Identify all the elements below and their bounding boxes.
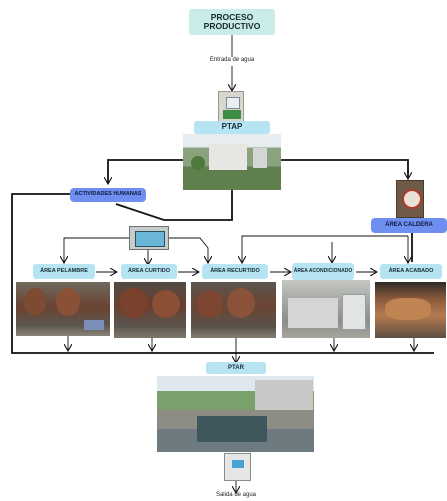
area-caldera-box: ÁREA CALDERA [371, 218, 447, 233]
water-meter-photo [218, 91, 244, 122]
recurtido-photo [191, 282, 276, 338]
line-actividades-ptap [115, 190, 233, 221]
line-actividades-bottom [11, 193, 434, 354]
control-panel-photo [129, 226, 169, 250]
arrow-ptap-caldera [272, 159, 408, 178]
area-curtido-box: ÁREA CURTIDO [121, 264, 177, 279]
arrow-to-pelambre [64, 237, 131, 262]
caldera-gauge-photo [396, 180, 424, 218]
ptap-label: PTAP [194, 121, 270, 134]
area-distribution [64, 235, 408, 264]
entrada-label: Entrada de agua [209, 57, 255, 63]
salida-label: Salida de agua [215, 492, 257, 498]
area-recurtido-box: ÁREA RECURTIDO [202, 264, 268, 279]
curtido-photo [114, 282, 186, 338]
arrow-caldera-recurtido [242, 235, 408, 262]
pelambre-photo [16, 282, 110, 336]
actividades-humanas-box: ACTIVIDADES HUMANAS [70, 188, 146, 202]
ptap-photo [183, 134, 281, 190]
ptar-photo [157, 376, 314, 452]
area-acabado-box: ÁREA ACABADO [380, 264, 442, 279]
arrow-to-recurtido-left [167, 237, 208, 262]
acabado-photo [375, 282, 446, 338]
acondicionado-photo [282, 280, 370, 338]
area-pelambre-box: ÁREA PELAMBRE [33, 264, 95, 279]
ptar-label: PTAR [206, 362, 266, 374]
salida-meter-photo [224, 453, 251, 481]
drains [68, 335, 414, 492]
area-acondicionado-box: ÁREA ACONDICIONADO [292, 263, 354, 280]
proceso-productivo-box: PROCESO PRODUCTIVO [189, 9, 275, 35]
